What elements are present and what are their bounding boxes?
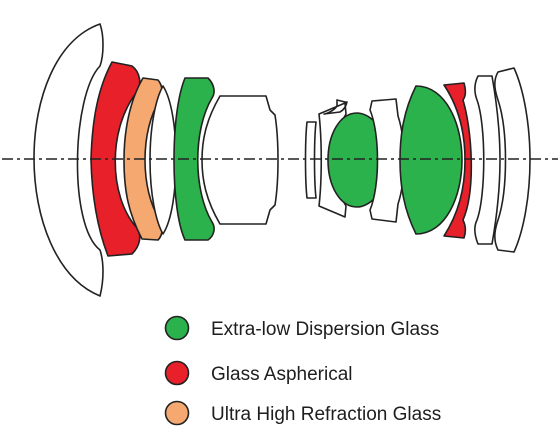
lens-element-14 [494,67,531,253]
legend-label-aspherical: Glass Aspherical [211,364,353,385]
lens-element-11 [399,85,463,235]
lens-element-12 [443,82,473,239]
lens-element-1 [33,23,104,297]
lens-element-7 [304,121,317,199]
lens-element-6 [201,95,279,225]
legend-swatch-uhr [164,400,190,426]
legend-label-uhr: Ultra High Refraction Glass [211,404,441,425]
legend-label-ed: Extra-low Dispersion Glass [211,319,439,340]
legend-swatch-ed [164,315,190,341]
legend-swatch-aspherical [164,360,190,386]
legend: Extra-low Dispersion Glass Glass Aspheri… [164,315,441,426]
lens-element-13 [474,75,501,245]
